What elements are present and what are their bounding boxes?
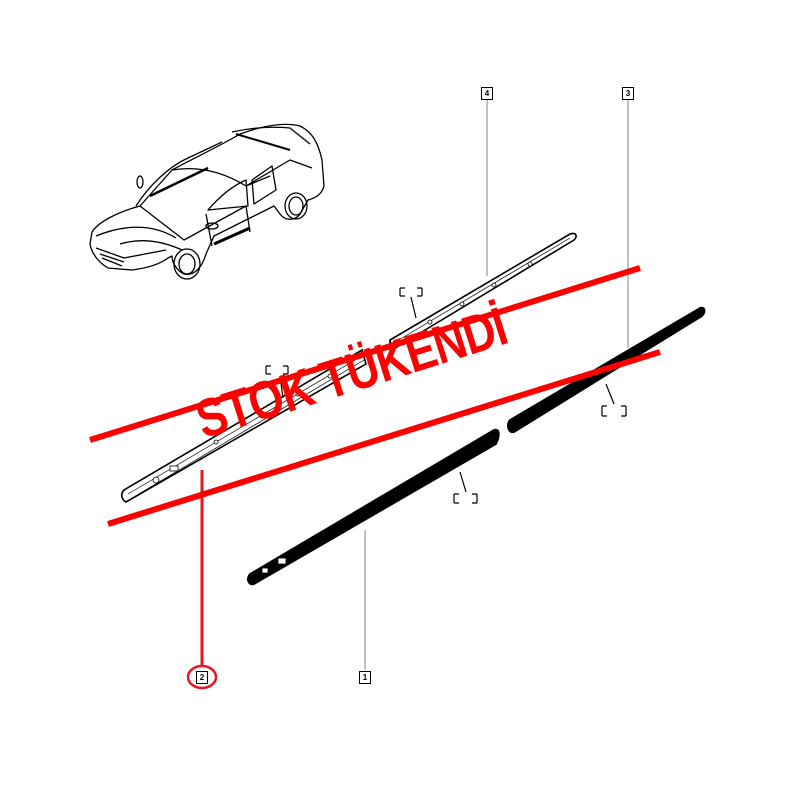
part-1-moulding bbox=[247, 428, 500, 586]
clip-icon bbox=[453, 471, 478, 504]
clip-symbols bbox=[265, 287, 627, 504]
part-4-rail bbox=[389, 232, 577, 356]
callout-1[interactable]: 1 bbox=[359, 671, 371, 684]
leader-lines bbox=[364, 100, 629, 670]
car-illustration bbox=[89, 123, 325, 280]
part-2-rail bbox=[121, 348, 367, 503]
out-of-stock-stamp-bars bbox=[89, 265, 661, 527]
callout-2[interactable]: 2 bbox=[196, 671, 208, 684]
callout-4[interactable]: 4 bbox=[481, 87, 493, 100]
clip-icon bbox=[399, 287, 423, 319]
callout-3[interactable]: 3 bbox=[622, 87, 634, 100]
clip-icon bbox=[601, 383, 627, 417]
highlight-circle bbox=[186, 664, 218, 690]
highlight-marker bbox=[186, 470, 218, 690]
